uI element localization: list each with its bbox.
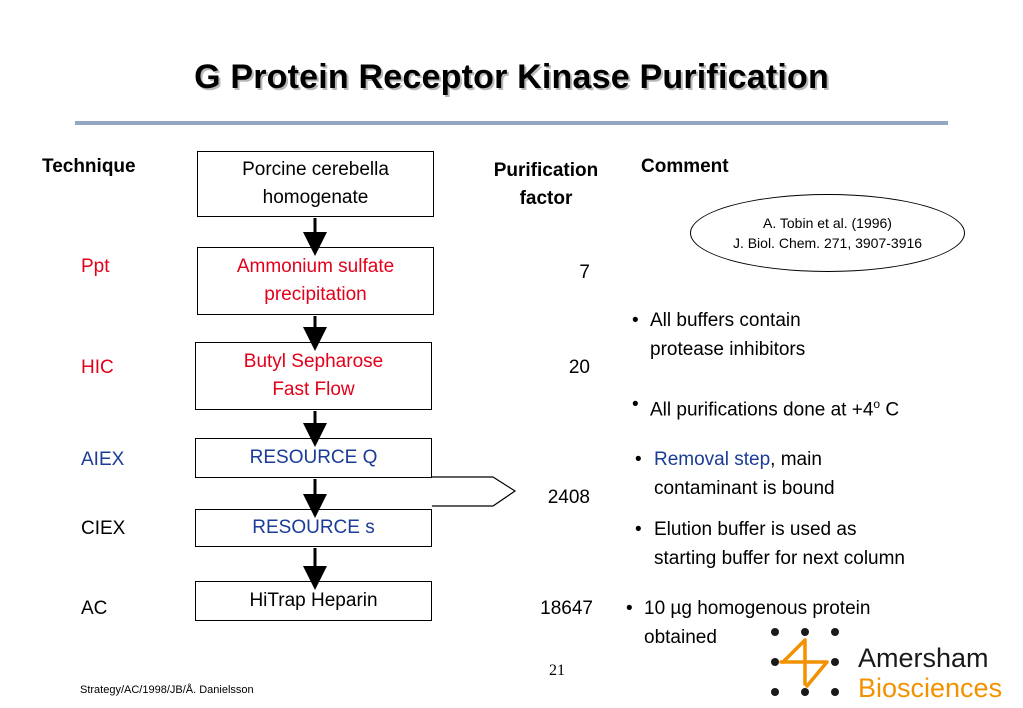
purification-factor-header-line2: factor — [519, 188, 573, 209]
comment-text: Elution buffer is used as — [654, 519, 857, 540]
technique-ac: AC — [81, 598, 108, 619]
step-box-butyl-sepharose: Butyl Sepharose Fast Flow — [195, 342, 432, 410]
bullet-icon: • — [632, 394, 639, 415]
factor-ppt: 7 — [579, 262, 590, 283]
degree-superscript: o — [873, 397, 881, 411]
comment-text: C — [880, 399, 900, 421]
comment-yield: • 10 µg homogenous protein obtained — [626, 594, 870, 652]
comment-text: , main — [770, 449, 822, 470]
step-box-text: Fast Flow — [272, 379, 355, 400]
comment-text: contaminant is bound — [654, 478, 835, 499]
technique-hic: HIC — [81, 357, 114, 378]
step-box-hitrap-heparin: HiTrap Heparin — [195, 581, 432, 621]
step-box-ammonium-sulfate: Ammonium sulfate precipitation — [197, 247, 434, 315]
step-box-text: Porcine cerebella — [242, 159, 389, 180]
comment-text: starting buffer for next column — [654, 548, 905, 569]
comment-buffers: • All buffers contain protease inhibitor… — [632, 306, 805, 364]
comment-header: Comment — [641, 156, 729, 177]
brand-name-amersham: Amersham — [858, 643, 989, 673]
brand-logotype: Amersham Biosciences — [858, 643, 1002, 703]
step-box-homogenate: Porcine cerebella homogenate — [197, 151, 434, 217]
comment-removal: • Removal step, main contaminant is boun… — [635, 445, 835, 503]
comment-text: obtained — [644, 627, 717, 648]
comment-temperature: • All purifications done at +4o C — [632, 390, 899, 424]
reference-line-2: J. Biol. Chem. 271, 3907-3916 — [732, 235, 923, 251]
brand-name-biosciences: Biosciences — [858, 673, 1003, 703]
comment-text: protease inhibitors — [650, 339, 806, 360]
comment-text: 10 µg homogenous protein — [644, 598, 871, 619]
factor-hic: 20 — [568, 357, 590, 378]
title-divider — [75, 121, 948, 125]
bullet-icon: • — [626, 598, 633, 619]
technique-ciex: CIEX — [81, 518, 126, 539]
slide-title: G Protein Receptor Kinase Purification — [194, 58, 829, 96]
reference-line-1: A. Tobin et al. (1996) — [763, 215, 892, 231]
comment-elution: • Elution buffer is used as starting buf… — [635, 515, 905, 573]
bullet-icon: • — [635, 519, 642, 540]
factor-ac: 18647 — [540, 598, 593, 619]
step-box-text: Butyl Sepharose — [243, 351, 384, 372]
reference-oval: A. Tobin et al. (1996) J. Biol. Chem. 27… — [690, 194, 965, 272]
comment-text: All purifications done at +4 — [650, 399, 874, 421]
technique-ppt: Ppt — [81, 256, 110, 277]
removal-step-highlight: Removal step — [654, 449, 771, 470]
technique-aiex: AIEX — [81, 449, 125, 470]
step-box-text: precipitation — [264, 284, 367, 305]
purification-factor-header: Purification factor — [478, 157, 614, 213]
step-box-resource-q: RESOURCE Q — [195, 438, 432, 478]
step-box-text: homogenate — [262, 187, 369, 208]
amersham-logo-icon — [771, 628, 839, 696]
factor-ciex: 2408 — [547, 487, 590, 508]
bullet-icon: • — [632, 310, 639, 331]
removal-pointer-arrow — [432, 476, 517, 507]
step-box-text: Ammonium sulfate — [236, 256, 395, 277]
comment-text: All buffers contain — [650, 310, 801, 331]
bullet-icon: • — [635, 449, 642, 470]
footer-text: Strategy/AC/1998/JB/Å. Danielsson — [80, 684, 254, 696]
technique-header: Technique — [42, 156, 136, 177]
purification-factor-header-line1: Purification — [493, 160, 599, 181]
page-number: 21 — [549, 662, 565, 679]
